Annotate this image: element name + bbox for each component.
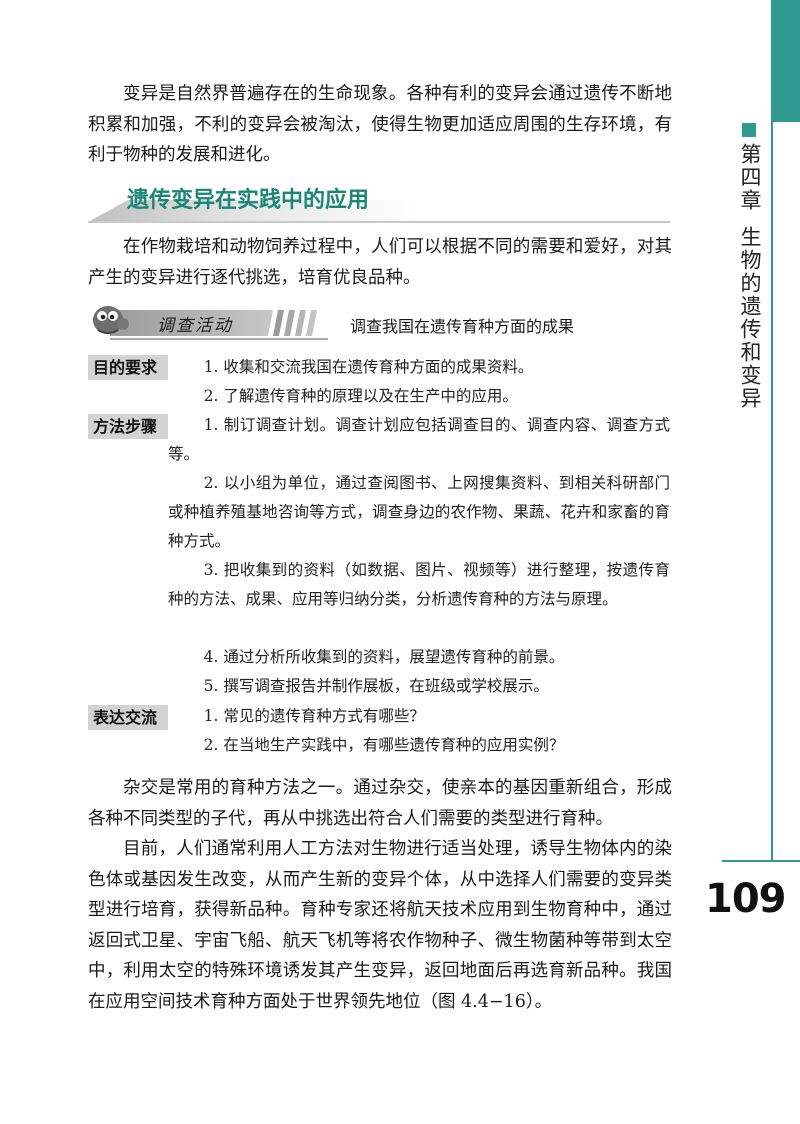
exchange-label: 表达交流 (88, 705, 168, 730)
step-item: 3. 把收集到的资料（如数据、图片、视频等）进行整理，按遗传育种的方法、成果、应… (168, 561, 670, 608)
hybridization-paragraph: 杂交是常用的育种方法之一。通过杂交，使亲本的基因重新组合，形成各种不同类型的子代… (88, 778, 672, 829)
question-item: 1. 常见的遗传育种方式有哪些？ (203, 707, 425, 725)
chapter-label: 第四章 (738, 143, 762, 212)
goal-item: 2. 了解遗传育种的原理以及在生产中的应用。 (203, 387, 518, 405)
chapter-title: 生物的遗传和变异 (738, 226, 762, 410)
step-item: 4. 通过分析所收集到的资料，展望遗传育种的前景。 (203, 648, 565, 666)
goal-item: 1. 收集和交流我国在遗传育种方面的成果资料。 (203, 358, 534, 376)
page-number-rule (722, 860, 800, 862)
activity-title: 调查活动 (157, 316, 233, 336)
chapter-heading-vertical: 第四章生物的遗传和变异 (736, 143, 764, 410)
mutation-breeding-paragraph: 目前，人们通常利用人工方法对生物进行适当处理，诱导生物体内的染色体或基因发生改变… (88, 839, 672, 1012)
intro-paragraph: 变异是自然界普遍存在的生命现象。各种有利的变异会通过遗传不断地积累和加强，不利的… (88, 84, 672, 165)
mascot-icon (93, 306, 129, 334)
margin-rule (771, 122, 773, 862)
section-heading-rule (88, 221, 670, 223)
goals-label: 目的要求 (88, 355, 168, 380)
chapter-marker-square (742, 123, 756, 137)
question-item: 2. 在当地生产实践中，有哪些遗传育种的应用实例？ (203, 736, 565, 754)
activity-banner (93, 306, 328, 340)
section-title: 遗传变异在实践中的应用 (127, 188, 370, 213)
activity-subtitle: 调查我国在遗传育种方面的成果 (350, 317, 575, 336)
method-label: 方法步骤 (88, 414, 168, 439)
step-item: 5. 撰写调查报告并制作展板，在班级或学校展示。 (203, 677, 549, 695)
step-item: 1. 制订调查计划。调查计划应包括调查目的、调查内容、调查方式等。 (168, 416, 670, 463)
chapter-tab (771, 0, 800, 122)
step-item: 2. 以小组为单位，通过查阅图书、上网搜集资料、到相关科研部门或种植养殖基地咨询… (168, 474, 670, 550)
section-paragraph: 在作物栽培和动物饲养过程中，人们可以根据不同的需要和爱好，对其产生的变异进行逐代… (88, 237, 672, 288)
page-number: 109 (705, 876, 786, 922)
section-heading-band (88, 200, 418, 222)
